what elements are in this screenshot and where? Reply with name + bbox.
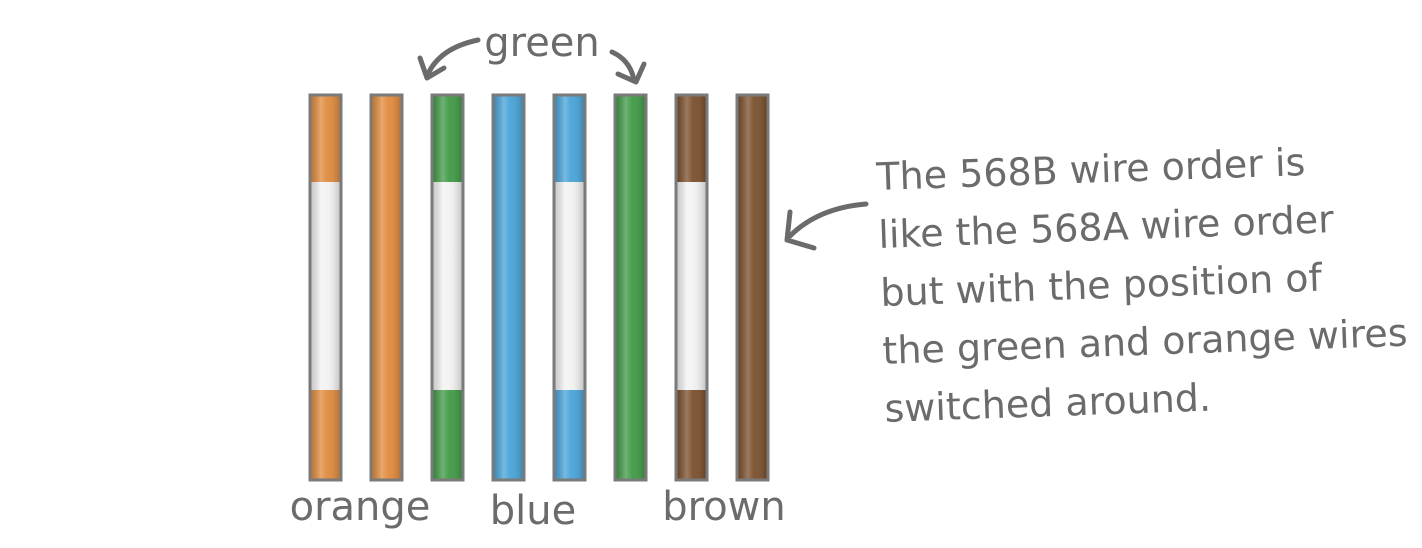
note-line-1: The 568B wire order is	[875, 140, 1306, 199]
wire-7-brown-white	[674, 93, 709, 482]
wire-shading	[615, 95, 646, 480]
wire-shading	[310, 95, 341, 480]
note-line-3: but with the position of	[880, 256, 1324, 315]
wire-4-blue	[491, 93, 526, 482]
arrow-left-head	[417, 55, 447, 81]
note-block: The 568B wire order is like the 568A wir…	[875, 140, 1409, 431]
arrow-right-to-green	[609, 49, 637, 83]
wire-outline	[613, 93, 648, 482]
wire-5-blue-white	[552, 93, 587, 482]
wire-outline	[735, 93, 770, 482]
note-line-4: the green and orange wires	[882, 311, 1408, 373]
wire-outline	[674, 93, 709, 482]
wire-outline	[491, 93, 526, 482]
wire-3-green-white	[430, 93, 465, 482]
wire-group	[308, 93, 770, 482]
wire-8-brown	[735, 93, 770, 482]
arrow-to-wires-head	[784, 209, 817, 251]
wire-shading	[676, 95, 707, 480]
wire-1-orange-white	[308, 93, 343, 482]
arrow-right-head	[615, 61, 647, 85]
wire-shading	[432, 95, 463, 480]
wire-shading	[554, 95, 585, 480]
wire-6-green	[613, 93, 648, 482]
wire-shading	[493, 95, 524, 480]
wire-outline	[308, 93, 343, 482]
wire-outline	[369, 93, 404, 482]
note-line-2: like the 568A wire order	[878, 197, 1335, 257]
wire-outline	[430, 93, 465, 482]
note-line-5: switched around.	[884, 376, 1212, 431]
label-brown: brown	[662, 484, 786, 530]
arrow-left-to-green	[425, 37, 481, 77]
label-orange: orange	[290, 484, 431, 530]
label-green: green	[484, 20, 600, 66]
wire-shading	[371, 95, 402, 480]
wire-outline	[552, 93, 587, 482]
wire-2-orange	[369, 93, 404, 482]
arrow-to-wires	[787, 201, 869, 239]
label-blue: blue	[490, 488, 576, 534]
wire-shading	[737, 95, 768, 480]
